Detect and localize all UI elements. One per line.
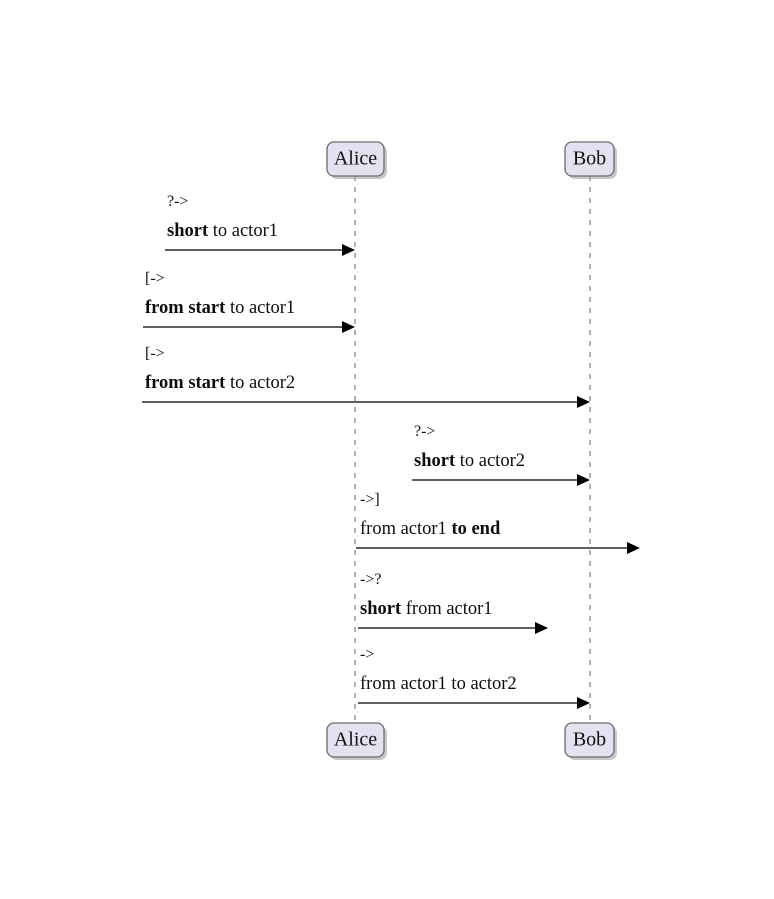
actor-box-rect: [564, 141, 615, 177]
message-4[interactable]: ?-> short to actor2: [412, 423, 590, 486]
message-arrowhead: [342, 321, 355, 333]
message-arrowhead: [577, 396, 590, 408]
message-arrowhead: [577, 697, 590, 709]
actor-box-actor2-top[interactable]: Bob: [564, 141, 617, 179]
message-arrow-syntax: ->: [360, 646, 374, 663]
message-arrow-syntax: ?->: [167, 193, 188, 210]
message-label: from actor1 to end: [360, 519, 501, 539]
message-label: short to actor2: [414, 451, 525, 471]
message-arrowhead: [627, 542, 640, 554]
message-label: short from actor1: [360, 599, 493, 619]
message-arrow-syntax: [->: [145, 345, 165, 362]
actor-box-actor1-top[interactable]: Alice: [326, 141, 387, 179]
message-7[interactable]: -> from actor1 to actor2: [358, 646, 590, 709]
message-arrowhead: [342, 244, 355, 256]
message-label: short to actor1: [167, 221, 278, 241]
actor-box-rect: [326, 141, 385, 177]
actor-name-label: Alice: [334, 729, 377, 751]
actor-name-label: Bob: [573, 729, 606, 751]
actor-name-label: Bob: [573, 148, 606, 170]
message-arrow-syntax: ?->: [414, 423, 435, 440]
lifelines-group: [354, 176, 591, 723]
message-arrow-syntax: ->?: [360, 571, 381, 588]
actor-box-rect: [564, 722, 615, 758]
messages-group: ?-> short to actor1 [-> from start to actor…: [142, 193, 640, 709]
actor-box-actor1-bottom[interactable]: Alice: [326, 722, 387, 760]
actor-box-actor2-bottom[interactable]: Bob: [564, 722, 617, 760]
message-arrowhead: [535, 622, 548, 634]
message-1[interactable]: ?-> short to actor1: [165, 193, 355, 256]
message-3[interactable]: [-> from start to actor2: [142, 345, 590, 408]
message-5[interactable]: ->] from actor1 to end: [356, 491, 640, 554]
message-label: from start to actor1: [145, 298, 295, 318]
message-2[interactable]: [-> from start to actor1: [143, 270, 355, 333]
message-label: from start to actor2: [145, 373, 295, 393]
message-arrow-syntax: ->]: [360, 491, 380, 508]
message-arrow-syntax: [->: [145, 270, 165, 287]
message-arrowhead: [577, 474, 590, 486]
message-6[interactable]: ->? short from actor1: [358, 571, 548, 634]
actor-name-label: Alice: [334, 148, 377, 170]
message-label: from actor1 to actor2: [360, 674, 517, 694]
actor-box-rect: [326, 722, 385, 758]
